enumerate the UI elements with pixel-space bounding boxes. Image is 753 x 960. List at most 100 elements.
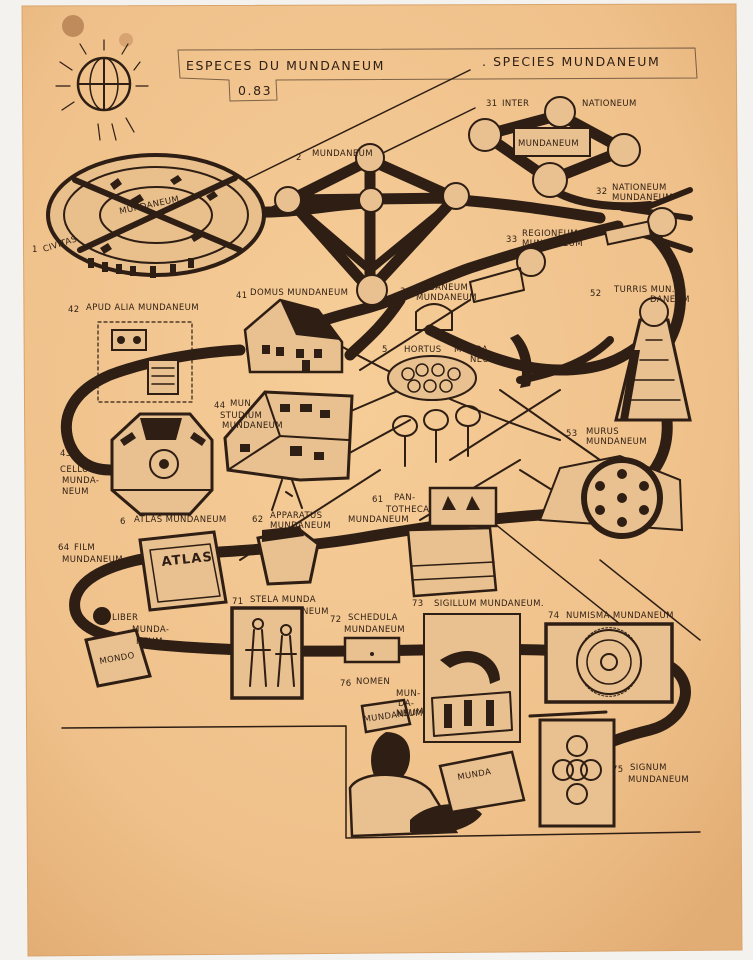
label-apparatus-1: APPARATUS (270, 511, 322, 521)
apud-alia-node: 42 APUD ALIA MUNDANEUM (68, 303, 199, 403)
numisma-mundaneum-node: 74 NUMISMA MUNDANEUM (544, 611, 674, 704)
label-nomen-3: DA- (398, 699, 414, 709)
label-hortus-3: NEUM (470, 355, 497, 365)
label-studium-2: STUDIUM (220, 411, 262, 421)
label-film-2: MUNDANEUM (62, 555, 123, 565)
label-schedula-2: MUNDANEUM (344, 625, 405, 635)
label-nomen-4: NEUM (396, 709, 423, 719)
label-sigillum: SIGILLUM MUNDANEUM. (434, 599, 544, 609)
number-badge: 5 (382, 345, 388, 355)
label-liber-1: LIBER (112, 613, 138, 623)
atlas-mundaneum-node: ATLAS 6 ATLAS MUNDANEUM (120, 515, 228, 612)
number-badge: 61 (372, 495, 384, 505)
number-badge: 73 (412, 599, 424, 609)
number-badge: 62 (252, 515, 264, 525)
mundaneum-node: 2 MUNDANEUM (274, 143, 470, 306)
label-murus-1: MURUS (586, 427, 619, 437)
label-urbaneum-sub: MUNDANEUM (416, 293, 477, 303)
label-apparatus-2: MUNDANEUM (270, 521, 331, 531)
label-stela-2: NEUM (302, 607, 329, 617)
label-film-1: FILM (74, 543, 95, 553)
label-nomen-1: NOMEN (356, 677, 390, 687)
label-apud-alia: APUD ALIA MUNDANEUM (86, 303, 199, 313)
label-nomen-2: MUN- (396, 689, 421, 699)
label-nationeum-sub: MUNDANEUM (612, 193, 673, 203)
schedula-mundaneum-node: 72 SCHEDULA MUNDANEUM (330, 613, 405, 664)
label-cellula-3: NEUM (62, 487, 89, 497)
murus-mundaneum-node: 53 MURUS MUNDANEUM (538, 427, 684, 539)
label-atlas-book: ATLAS (161, 550, 214, 570)
turris-mundaneum-node: 52 TURRIS MUN. DANEUM (590, 285, 692, 422)
regioneum-node: 33 REGIONEUM MUNDANEUM (506, 220, 653, 249)
label-domus: DOMUS MUNDANEUM (250, 288, 348, 298)
label-internationeum-1: INTER (502, 99, 529, 109)
signum-mundaneum-node: 75 SIGNUM MUNDANEUM (528, 710, 689, 828)
number-badge: 42 (68, 305, 80, 315)
label-stela-1: STELA MUNDA (250, 595, 316, 605)
number-badge: 52 (590, 289, 602, 299)
nomen-mundaneum-node: MUNDA MUNDANEUM 76 NOMEN MUN- DA- NEUM (61, 677, 701, 839)
number-badge: 64 (58, 543, 70, 553)
label-murus-2: MUNDANEUM (586, 437, 647, 447)
number-badge: 33 (506, 235, 518, 245)
title-french: ESPECES DU MUNDANEUM (186, 58, 385, 73)
label-cellula-1: CELLULA (60, 465, 100, 475)
number-badge: 6 (120, 517, 126, 527)
label-turris-2: DANEUM (650, 295, 690, 305)
urbaneum-node: 34 URBANEUM MUNDANEUM (400, 247, 546, 331)
pantotheca-mundaneum-node: 61 PAN- TOTHECA MUNDANEUM (348, 486, 498, 598)
number-badge: 32 (596, 187, 608, 197)
label-cellula-2: MUNDA- (62, 476, 99, 486)
film-mundaneum-node: 64 FILM MUNDANEUM (58, 543, 123, 565)
number-badge: 43 (60, 449, 72, 459)
label-mundaneum-inner: MUNDANEUM (518, 139, 579, 149)
studium-mundaneum-node: 44 MUN STUDIUM MUNDANEUM (214, 390, 354, 511)
number-badge: 31 (486, 99, 498, 109)
apparatus-mundaneum-node: 62 APPARATUS MUNDANEUM (252, 511, 331, 586)
number-badge: 71 (232, 597, 244, 607)
number-badge: 53 (566, 429, 578, 439)
label-signum-1: SIGNUM (630, 763, 667, 773)
stain-mark (62, 15, 84, 37)
stain-mark (119, 33, 133, 47)
label-liber-2: MUNDA- (132, 625, 169, 635)
version-number: 0.83 (238, 83, 272, 98)
number-badge: 75 (612, 765, 624, 775)
label-turris-1: TURRIS MUN. (613, 285, 675, 295)
number-badge: 65 (98, 613, 110, 623)
label-schedula-1: SCHEDULA (348, 613, 398, 623)
label-atlas: ATLAS MUNDANEUM (134, 515, 227, 525)
globe-sun-icon (55, 39, 149, 141)
label-studium-3: MUNDANEUM (222, 421, 283, 431)
nationeum-node: 32 NATIONEUM MUNDANEUM (596, 183, 693, 253)
number-badge: 72 (330, 615, 342, 625)
stela-mundaneum-node: 71 STELA MUNDA NEUM (230, 595, 329, 700)
label-internationeum-2: NATIONEUM (582, 99, 637, 109)
header: ESPECES DU MUNDANEUM . SPECIES MUNDANEUM… (177, 47, 698, 102)
label-numisma: NUMISMA MUNDANEUM (566, 611, 674, 621)
label-pantotheca-3: MUNDANEUM (348, 515, 409, 525)
number-badge: 41 (236, 291, 248, 301)
label-liber-3: NEUM. (136, 637, 166, 647)
number-badge: 74 (548, 611, 560, 621)
number-badge: 2 (296, 153, 302, 163)
liber-mundaneum-node: MONDO 65 LIBER MUNDA- NEUM. (84, 607, 169, 688)
domus-mundaneum-node: 41 DOMUS MUNDANEUM (236, 288, 348, 374)
sigillum-mundaneum-node: 73 SIGILLUM MUNDANEUM. (412, 599, 544, 743)
cellula-mundaneum-node: 43 CELLULA MUNDA- NEUM (60, 412, 214, 516)
label-studium-1: MUN (230, 399, 251, 409)
number-badge: 34 (400, 287, 412, 297)
label-signum-2: MUNDANEUM (628, 775, 689, 785)
number-badge: 76 (340, 679, 352, 689)
label-pantotheca-1: PAN- (394, 493, 415, 503)
label-urbaneum: URBANEUM (416, 283, 468, 293)
internationeum-node: 31 INTER NATIONEUM MUNDANEUM (468, 96, 654, 211)
label-regioneum-sub: MUNDANEUM (522, 239, 583, 249)
number-badge: 44 (214, 401, 226, 411)
label-pantotheca-2: TOTHECA (385, 505, 429, 515)
label-nationeum: NATIONEUM (612, 183, 667, 193)
number-badge: 1 (32, 245, 38, 255)
label-mundaneum: MUNDANEUM (312, 149, 373, 159)
label-hortus-1: HORTUS (404, 345, 442, 355)
